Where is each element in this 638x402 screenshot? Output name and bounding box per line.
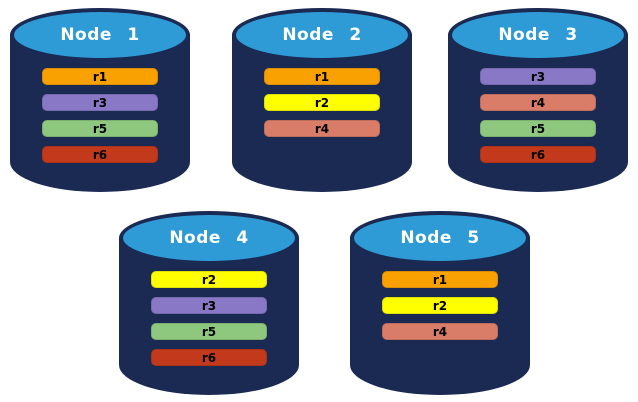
node-label: Node 4 <box>169 228 249 248</box>
replica-bar-r1: r1 <box>42 68 158 85</box>
node-cylinder: Node 2 r1 r2 r4 <box>232 8 412 192</box>
replica-list: r1 r2 r4 <box>264 68 380 137</box>
replica-bar-r4: r4 <box>480 94 596 111</box>
replica-bar-r3: r3 <box>480 68 596 85</box>
node-cylinder: Node 1 r1 r3 r5 r6 <box>10 8 190 192</box>
replica-list: r2 r3 r5 r6 <box>151 271 267 366</box>
replica-list: r3 r4 r5 r6 <box>480 68 596 163</box>
node-label: Node 1 <box>60 25 140 45</box>
node-label: Node 3 <box>498 25 578 45</box>
replica-bar-r1: r1 <box>264 68 380 85</box>
replica-bar-r6: r6 <box>42 146 158 163</box>
replica-bar-r3: r3 <box>42 94 158 111</box>
replica-bar-r2: r2 <box>382 297 498 314</box>
node-label: Node 5 <box>400 228 480 248</box>
node-cylinder: Node 5 r1 r2 r4 <box>350 211 530 395</box>
replica-bar-r3: r3 <box>151 297 267 314</box>
replica-bar-r5: r5 <box>151 323 267 340</box>
cylinder-top: Node 2 <box>232 8 412 62</box>
replica-list: r1 r2 r4 <box>382 271 498 340</box>
replica-bar-r6: r6 <box>151 349 267 366</box>
cylinder-top: Node 5 <box>350 211 530 265</box>
replica-bar-r4: r4 <box>382 323 498 340</box>
node-cylinder: Node 4 r2 r3 r5 r6 <box>119 211 299 395</box>
cylinder-top: Node 1 <box>10 8 190 62</box>
replica-bar-r5: r5 <box>42 120 158 137</box>
node-label: Node 2 <box>282 25 362 45</box>
replica-list: r1 r3 r5 r6 <box>42 68 158 163</box>
replica-bar-r2: r2 <box>151 271 267 288</box>
replica-bar-r1: r1 <box>382 271 498 288</box>
cylinder-top: Node 4 <box>119 211 299 265</box>
replica-bar-r4: r4 <box>264 120 380 137</box>
cylinder-top: Node 3 <box>448 8 628 62</box>
replica-bar-r5: r5 <box>480 120 596 137</box>
replica-bar-r6: r6 <box>480 146 596 163</box>
replica-bar-r2: r2 <box>264 94 380 111</box>
node-cylinder: Node 3 r3 r4 r5 r6 <box>448 8 628 192</box>
